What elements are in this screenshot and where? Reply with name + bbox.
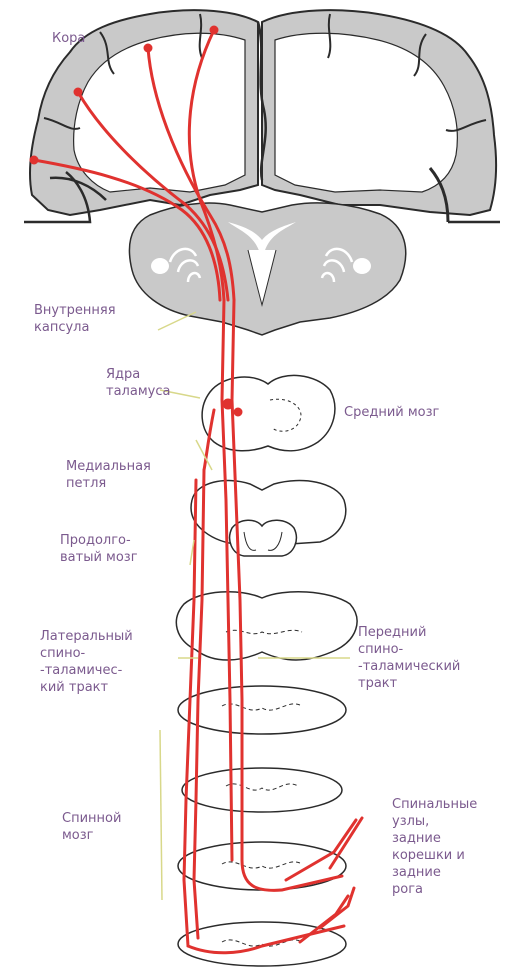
label-lateral-tract: Латеральный спино- -таламичес- кий тракт	[40, 628, 133, 696]
label-midbrain: Средний мозг	[344, 404, 439, 421]
label-spinal-cord: Спинной мозг	[62, 810, 121, 844]
label-medial-lemniscus: Медиальная петля	[66, 458, 151, 492]
label-cortex: Кора	[52, 30, 85, 47]
label-spinal-ganglia: Спинальные узлы, задние корешки и задние…	[392, 796, 477, 898]
medulla-section	[230, 520, 297, 556]
label-anterior-tract: Передний спино- -таламический тракт	[358, 624, 460, 692]
label-internal-capsule: Внутренняя капсула	[34, 302, 116, 336]
cord-section-4	[178, 842, 346, 890]
label-thalamus-nuclei: Ядра таламуса	[106, 366, 170, 400]
cord-section-3	[182, 768, 342, 812]
cord-section-2	[178, 686, 346, 734]
cord-section-1	[176, 592, 357, 660]
label-medulla: Продолго- ватый мозг	[60, 532, 138, 566]
